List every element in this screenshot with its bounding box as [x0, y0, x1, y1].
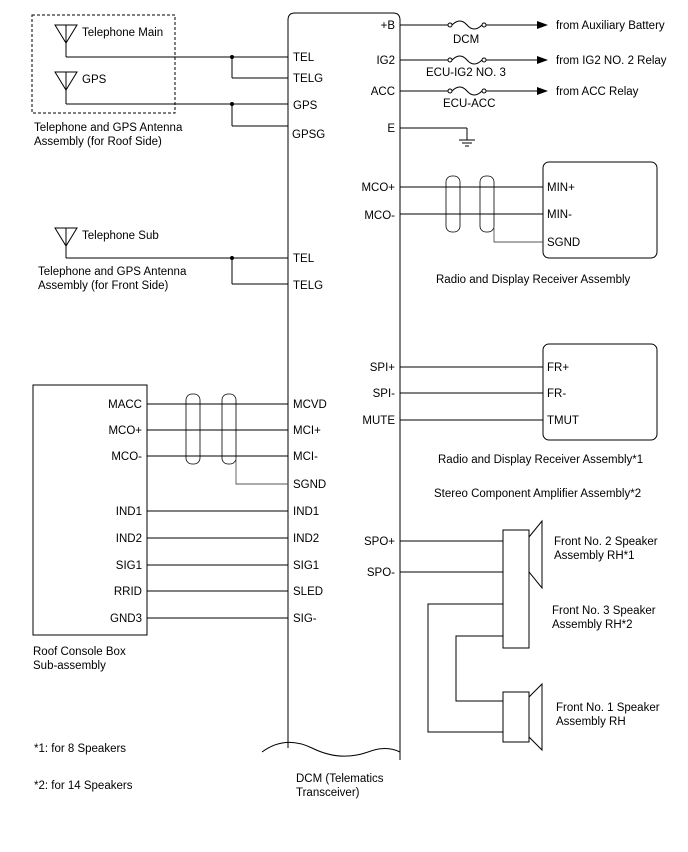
speaker-no1-symbol	[502, 682, 543, 752]
console-pin-macc: MACC	[108, 399, 142, 411]
radio-2-caption-2: Stereo Component Amplifier Assembly*2	[434, 488, 641, 500]
dcm-pin-spi-minus: SPI-	[373, 388, 396, 400]
console-pin-mco-plus: MCO+	[108, 425, 142, 437]
dcm-pin-mute: MUTE	[362, 415, 395, 427]
radio-2-wires	[400, 366, 543, 421]
dcm-pin-ind2: IND2	[293, 533, 319, 545]
radio-pin-min-minus: MIN-	[547, 209, 572, 221]
speaker-no2-label-2: Assembly RH*1	[554, 550, 635, 562]
console-pin-ind2: IND2	[116, 533, 142, 545]
source-aux-battery: from Auxiliary Battery	[556, 20, 665, 32]
dcm-pin-spi-plus: SPI+	[370, 362, 396, 374]
dcm-pin-ind1: IND1	[293, 506, 319, 518]
dcm-pin-spo-plus: SPO+	[364, 536, 395, 548]
antenna-symbol-tel-sub	[54, 227, 78, 258]
roof-console-pins: MACC MCO+ MCO- IND1 IND2 SIG1 RRID GND3	[108, 399, 142, 625]
speaker-no1-label-1: Front No. 1 Speaker	[556, 702, 660, 714]
dcm-caption-1: DCM (Telematics	[296, 773, 384, 785]
dcm-pin-tel: TEL	[293, 52, 315, 64]
radio-2-pin-tmut: TMUT	[547, 415, 579, 427]
console-pin-sig1: SIG1	[116, 560, 142, 572]
console-pin-mco-minus: MCO-	[111, 451, 142, 463]
radio-1-wires	[400, 175, 543, 243]
dcm-pin-ig2: IG2	[376, 55, 395, 67]
radio-pin-sgnd: SGND	[547, 237, 580, 249]
roof-antenna-wires	[66, 55, 288, 127]
tel-main-label: Telephone Main	[82, 27, 163, 39]
dcm-pin-telg: TELG	[293, 73, 323, 85]
fuse-ecu-ig2-label: ECU-IG2 NO. 3	[426, 67, 506, 79]
speaker-no3-label-1: Front No. 3 Speaker	[552, 605, 656, 617]
roof-antenna-caption-1: Telephone and GPS Antenna	[34, 122, 183, 134]
roof-antenna-caption-2: Assembly (for Roof Side)	[34, 136, 162, 148]
power-wires	[400, 24, 540, 92]
front-antenna-caption-2: Assembly (for Front Side)	[38, 280, 169, 292]
fuse-dcm-label: DCM	[453, 34, 479, 46]
radio-2-caption-1: Radio and Display Receiver Assembly*1	[438, 454, 643, 466]
gps-antenna-label: GPS	[82, 74, 107, 86]
dcm-pin-plus-b: +B	[381, 20, 396, 32]
radio-2-pin-fr-minus: FR-	[547, 388, 566, 400]
speaker-wires	[400, 540, 503, 733]
dcm-left-pins: TEL TELG GPS GPSG TEL TELG MCVD MCI+ MCI…	[292, 52, 327, 625]
ground-symbol	[400, 127, 475, 147]
dcm-pin-telg-2: TELG	[293, 280, 323, 292]
fuse-symbols	[447, 20, 487, 96]
dcm-pin-sgnd: SGND	[293, 479, 326, 491]
roof-antenna-box	[31, 14, 176, 114]
dcm-pin-mci-plus: MCI+	[293, 425, 321, 437]
front-antenna-wires	[66, 256, 288, 285]
dcm-pin-sig1: SIG1	[293, 560, 319, 572]
radio-1-caption: Radio and Display Receiver Assembly	[436, 274, 631, 286]
radio-2-pin-fr-plus: FR+	[547, 362, 569, 374]
roof-console-caption-2: Sub-assembly	[33, 660, 106, 672]
console-pin-gnd3: GND3	[110, 613, 142, 625]
roof-console-caption-1: Roof Console Box	[33, 646, 126, 658]
power-arrows	[537, 21, 548, 95]
dcm-pin-mco-minus: MCO-	[364, 210, 395, 222]
radio-pin-min-plus: MIN+	[547, 182, 575, 194]
dcm-pin-tel-2: TEL	[293, 253, 315, 265]
roof-console-box	[32, 384, 148, 636]
antenna-symbol-tel-main	[54, 24, 78, 57]
radio-receiver-2-box	[542, 343, 658, 441]
dcm-pin-mco-plus: MCO+	[361, 182, 395, 194]
footnote-1: *1: for 8 Speakers	[34, 743, 126, 755]
dcm-pin-spo-minus: SPO-	[367, 567, 395, 579]
speaker-no1-label-2: Assembly RH	[556, 716, 626, 728]
dcm-pin-gpsg: GPSG	[292, 129, 325, 141]
source-acc-relay: from ACC Relay	[556, 86, 639, 98]
dcm-pin-sig-minus: SIG-	[293, 613, 317, 625]
dcm-caption-2: Transceiver)	[296, 787, 360, 799]
dcm-right-pins: +B IG2 ACC E MCO+ MCO- SPI+ SPI- MUTE SP…	[361, 20, 395, 579]
dcm-pin-gps: GPS	[293, 100, 318, 112]
speaker-no2-3-symbol	[502, 519, 543, 649]
footnote-2: *2: for 14 Speakers	[34, 780, 133, 792]
antenna-symbol-gps	[54, 71, 78, 104]
dcm-break-line	[261, 741, 401, 757]
dcm-pin-e: E	[387, 123, 395, 135]
fuse-ecu-acc-label: ECU-ACC	[443, 98, 495, 110]
dcm-pin-mcvd: MCVD	[293, 399, 327, 411]
speaker-no3-label-2: Assembly RH*2	[552, 619, 633, 631]
roof-console-wires	[147, 393, 288, 619]
front-antenna-caption-1: Telephone and GPS Antenna	[38, 266, 187, 278]
source-ig2-relay: from IG2 NO. 2 Relay	[556, 55, 667, 67]
dcm-pin-mci-minus: MCI-	[293, 451, 318, 463]
dcm-pin-sled: SLED	[293, 586, 323, 598]
dcm-body	[287, 12, 401, 760]
radio-receiver-box	[542, 161, 658, 259]
console-pin-ind1: IND1	[116, 506, 142, 518]
dcm-pin-acc: ACC	[371, 86, 395, 98]
tel-sub-label: Telephone Sub	[82, 230, 159, 242]
console-pin-rrid: RRID	[114, 586, 142, 598]
speaker-no2-label-1: Front No. 2 Speaker	[554, 536, 658, 548]
